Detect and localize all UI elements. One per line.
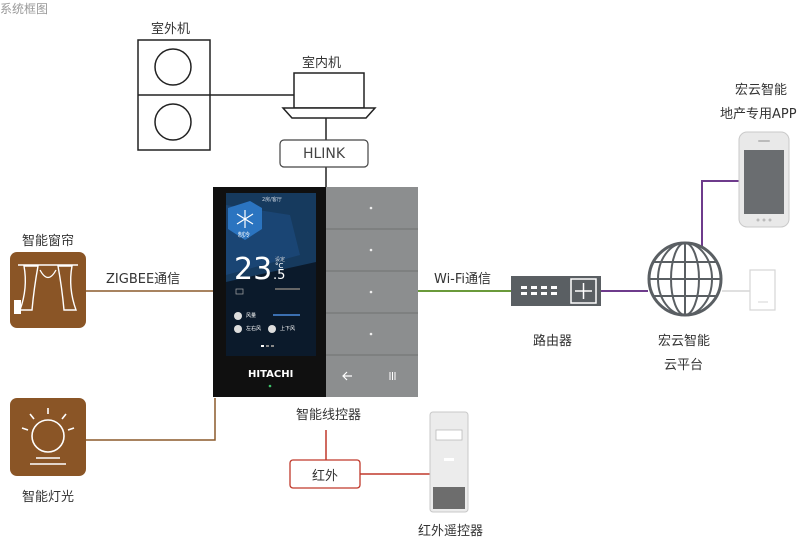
indoor-unit-icon [281, 72, 377, 119]
infrared-box [289, 459, 361, 489]
screen-decimal: .5 [273, 268, 286, 283]
server-icon [749, 269, 776, 311]
light-line [86, 398, 216, 441]
curtain-icon [10, 252, 86, 328]
infrared-label: 红外 [311, 469, 338, 484]
hlink-box [279, 139, 369, 168]
brand-logo: HITACHI [248, 369, 294, 380]
outdoor-unit-icon [137, 39, 211, 151]
zigbee-label: ZIGBEE通信 [106, 272, 181, 287]
screen-unit: °C [275, 262, 284, 270]
cloud-app-line [701, 180, 739, 253]
app-label-2: 地产专用APP [720, 107, 797, 122]
screen-fan-label: 风量 [246, 313, 257, 319]
screen-setting-label: 设定 [275, 257, 286, 263]
diagram-title: 系统框图 [0, 2, 49, 16]
hlink-label: HLINK [302, 146, 346, 162]
cloud-label-2: 云平台 [664, 358, 704, 373]
remote-control-icon [429, 411, 469, 513]
light-label: 智能灯光 [22, 490, 75, 505]
router-icon [511, 276, 601, 306]
screen-swing-lr: 左右风 [246, 326, 262, 332]
router-label: 路由器 [533, 334, 573, 349]
curtain-label: 智能窗帘 [22, 234, 75, 249]
wifi-label: Wi-Fi通信 [434, 272, 492, 287]
controller-label: 智能线控器 [296, 408, 362, 423]
indoor-unit-label: 室内机 [302, 56, 342, 71]
wall-controller [213, 187, 418, 397]
cloud-label-1: 宏云智能 [658, 334, 711, 349]
screen-top-status: 2房/客厅 [262, 197, 282, 203]
app-label-1: 宏云智能 [735, 83, 788, 98]
phone-icon [738, 131, 790, 228]
light-icon [10, 398, 86, 476]
remote-label: 红外遥控器 [418, 524, 484, 539]
globe-icon [647, 241, 723, 317]
screen-swing-ud: 上下风 [280, 326, 296, 332]
screen-mode-label: 制冷 [238, 232, 251, 239]
screen-temperature: 23 [234, 252, 273, 287]
outdoor-unit-label: 室外机 [151, 22, 191, 37]
